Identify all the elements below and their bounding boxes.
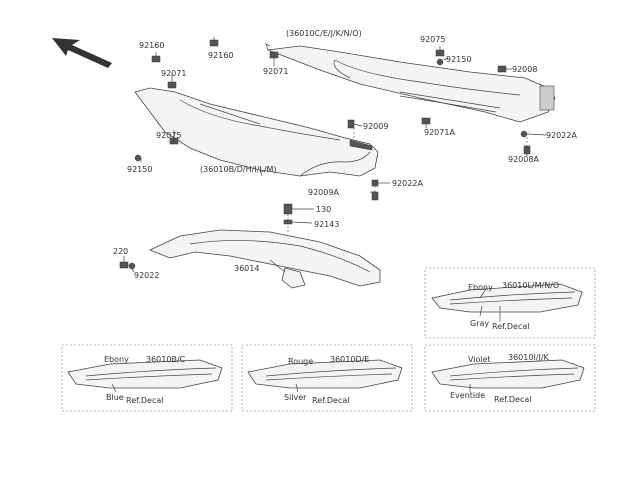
- grommet-92160a: [151, 55, 161, 63]
- label-92071A: 92071A: [424, 128, 455, 137]
- variant-3-decal: Ref.Decal: [312, 396, 350, 405]
- label-92143: 92143: [314, 220, 339, 229]
- label-92071a: 92071: [161, 69, 186, 78]
- variant-3-stripe: Silver: [284, 393, 307, 402]
- variant-box-4: Violet 36010I/J/K Eventide Ref.Decal: [424, 344, 596, 412]
- label-92160b: 92160: [208, 51, 233, 60]
- washer-92022A-mid: [371, 179, 379, 187]
- washer-92022A-right: [520, 130, 528, 138]
- screw-92150a: [436, 58, 444, 66]
- nut-92009: [347, 119, 355, 129]
- label-92075b: 92075: [156, 131, 181, 140]
- clip-92008: [497, 65, 507, 73]
- side-cover-upper: [265, 43, 556, 123]
- label-92150b: 92150: [127, 165, 152, 174]
- washer-92022: [128, 262, 136, 270]
- variant-4-stripe: Eventide: [450, 391, 485, 400]
- grommet-92071A: [421, 117, 431, 125]
- screw-92150b: [134, 154, 142, 162]
- variant-box-1: Ebony 36010L/M/N/O Gray Ref.Decal: [424, 267, 596, 339]
- label-130: 130: [316, 205, 331, 214]
- label-92008: 92008: [512, 65, 537, 74]
- label-92160a: 92160: [139, 41, 164, 50]
- variant-4-code: 36010I/J/K: [508, 353, 550, 362]
- collar-92075a: [435, 49, 445, 57]
- label-36014: 36014: [234, 264, 259, 273]
- part-labels: 92160 92160 (36010C/E/J/K/N/O) 92075 921…: [113, 29, 577, 280]
- label-92022A-right: 92022A: [546, 131, 577, 140]
- grommet-92071a: [167, 81, 177, 89]
- leader-lines: [123, 37, 547, 273]
- label-92022: 92022: [134, 271, 159, 280]
- variant-2-decal: Ref.Decal: [126, 396, 164, 405]
- clip-92008A: [523, 145, 531, 155]
- label-92009A: 92009A: [308, 188, 339, 197]
- label-92150a: 92150: [446, 55, 471, 64]
- label-92022A-mid: 92022A: [392, 179, 423, 188]
- variant-3-code: 36010D/E: [330, 355, 369, 364]
- variant-1-color: Ebony: [468, 283, 493, 292]
- front-arrow-icon: [52, 38, 112, 68]
- variant-1-code: 36010L/M/N/O: [502, 281, 559, 290]
- label-92008A: 92008A: [508, 155, 539, 164]
- variant-box-3: Rouge 36010D/E Silver Ref.Decal: [241, 344, 413, 412]
- side-cover-middle: [134, 87, 379, 177]
- lower-fairing: [148, 229, 381, 289]
- label-220: 220: [113, 247, 128, 256]
- label-36010-top: (36010C/E/J/K/N/O): [286, 29, 362, 38]
- label-36010-mid: (36010B/D/H/I/L/M): [200, 165, 277, 174]
- variant-2-color: Ebony: [104, 355, 129, 364]
- label-92071b: 92071: [263, 67, 288, 76]
- variant-1-stripe: Gray: [470, 319, 489, 328]
- variant-1-decal: Ref.Decal: [492, 322, 530, 331]
- bolt-130: [283, 203, 293, 215]
- label-92075a: 92075: [420, 35, 445, 44]
- bolt-220: [119, 261, 129, 269]
- variant-3-color: Rouge: [288, 357, 313, 366]
- variant-2-stripe: Blue: [106, 393, 124, 402]
- grommet-92071b: [269, 51, 279, 59]
- label-92009: 92009: [363, 122, 388, 131]
- grommet-92160b: [209, 39, 219, 47]
- nut-92009A: [371, 191, 379, 201]
- variant-2-code: 36010B/C: [146, 355, 186, 364]
- variant-4-color: Violet: [468, 355, 491, 364]
- variant-box-2: Ebony 36010B/C Blue Ref.Decal: [61, 344, 233, 412]
- variant-4-decal: Ref.Decal: [494, 395, 532, 404]
